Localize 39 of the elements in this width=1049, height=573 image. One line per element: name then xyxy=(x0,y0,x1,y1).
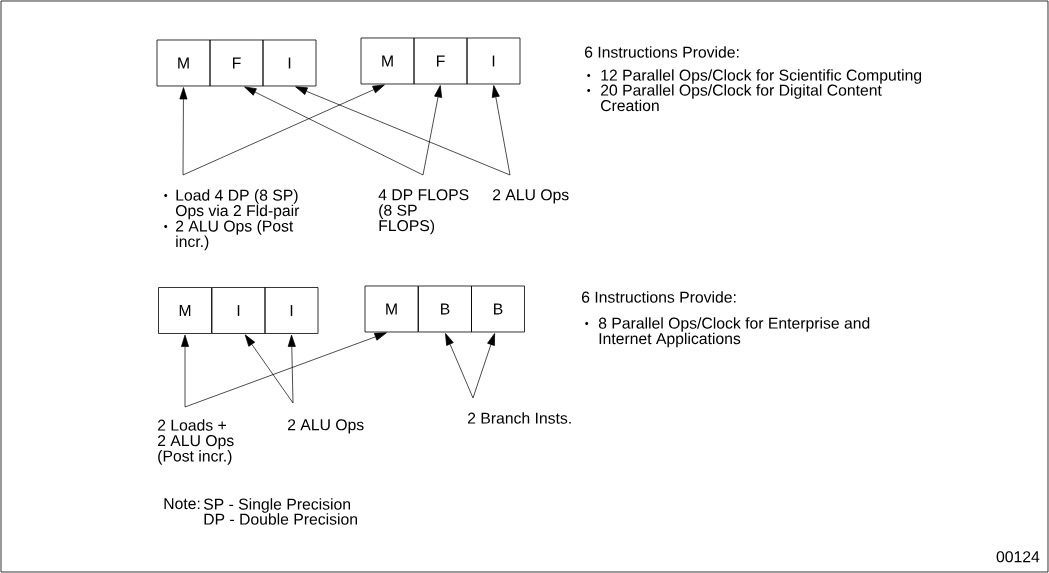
instruction-slot: I xyxy=(262,39,317,87)
instruction-slot: F xyxy=(413,37,468,85)
arrow xyxy=(445,333,474,399)
arrow xyxy=(287,334,296,404)
callout-text: 2 Loads + 2 ALU Ops (Post incr.) xyxy=(158,419,234,465)
instruction-slot: B xyxy=(471,285,525,333)
figure-number: 00124 xyxy=(996,551,1040,563)
note-text: SP - Single Precision xyxy=(203,498,350,513)
arrow xyxy=(182,84,385,176)
arrow xyxy=(244,334,294,404)
arrow xyxy=(472,333,495,399)
heading: 6 Instructions Provide: xyxy=(582,291,736,303)
arrow xyxy=(179,87,188,176)
bullet-item: 12 Parallel Ops/Clock for Scientific Computing xyxy=(587,69,922,84)
instruction-slot: I xyxy=(466,37,521,85)
instruction-slot: I xyxy=(264,287,319,334)
callout-text: Load 4 DP (8 SP) Ops via 2 Fld-pair 2 ALU Ops (Post incr.) xyxy=(164,189,300,251)
instruction-slot: M xyxy=(158,287,212,334)
note-text: DP - Double Precision xyxy=(204,513,357,525)
callout-text: 2 Branch Insts. xyxy=(468,412,571,424)
arrow xyxy=(491,85,511,176)
instruction-slot: F xyxy=(209,39,264,87)
note-label: Note: xyxy=(164,498,200,510)
arrow xyxy=(181,334,189,408)
bullet-item: 8 Parallel Ops/Clock for Enterprise and Internet Applications xyxy=(585,317,870,348)
heading: 6 Instructions Provide: xyxy=(585,46,739,58)
callout-text: 2 ALU Ops xyxy=(288,419,364,434)
callout-text: 2 ALU Ops xyxy=(493,189,569,204)
bullet-item: 20 Parallel Ops/Clock for Digital Content Creation xyxy=(587,84,882,112)
arrow xyxy=(422,85,442,176)
instruction-slot: B xyxy=(418,285,472,333)
arrow xyxy=(184,332,387,408)
instruction-slot: M xyxy=(360,37,415,85)
instruction-slot: I xyxy=(211,287,266,334)
callout-text: 4 DP FLOPS (8 SP FLOPS) xyxy=(378,189,469,235)
instruction-slot: M xyxy=(156,39,211,87)
arrow xyxy=(295,86,511,176)
instruction-slot: M xyxy=(364,285,419,333)
arrow xyxy=(244,86,424,176)
